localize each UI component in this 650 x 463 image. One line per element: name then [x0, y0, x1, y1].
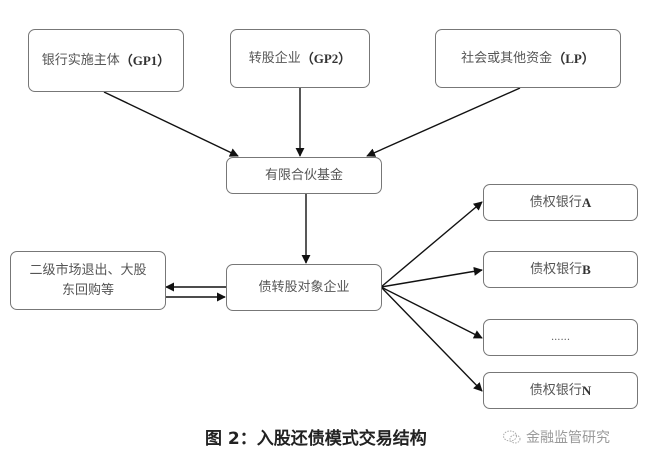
node-bank-b-label: 债权银行 [530, 261, 583, 277]
node-bank-n: 债权银行 N [483, 372, 638, 409]
node-target: 债转股对象企业 [226, 264, 382, 311]
node-gp1: 银行实施主体（GP1） [28, 29, 184, 92]
edge-target-bank-a [380, 201, 483, 288]
node-bank-b: 债权银行 B [483, 251, 638, 288]
node-bank-n-suffix: N [581, 382, 592, 398]
node-exit-line1: 二级市场退出、大股 [29, 262, 147, 278]
node-target-label: 债转股对象企业 [258, 279, 350, 295]
node-fund: 有限合伙基金 [226, 157, 382, 194]
node-exit-line2: 东回购等 [61, 282, 114, 298]
node-gp2-suffix: （GP2） [300, 50, 352, 66]
watermark: 金融监管研究 [502, 427, 610, 447]
node-bank-a-label: 债权银行 [529, 194, 582, 210]
node-bank-b-suffix: B [582, 261, 591, 277]
node-bank-more: ...... [483, 319, 638, 356]
node-gp1-suffix: （GP1） [119, 52, 171, 68]
node-gp2-label: 转股企业 [248, 50, 301, 66]
node-lp: 社会或其他资金（LP） [435, 29, 621, 88]
edge-gp1-fund [103, 91, 239, 157]
node-fund-label: 有限合伙基金 [264, 167, 343, 183]
node-lp-suffix: （LP） [552, 50, 595, 66]
node-bank-more-label: ...... [550, 331, 571, 343]
node-gp1-label: 银行实施主体 [41, 52, 120, 68]
node-exit: 二级市场退出、大股 东回购等 [10, 251, 166, 310]
node-gp2: 转股企业（GP2） [230, 29, 370, 88]
node-bank-a: 债权银行 A [483, 184, 638, 221]
node-lp-label: 社会或其他资金 [461, 50, 553, 66]
edge-target-bank-n [380, 286, 483, 392]
wechat-icon [503, 430, 521, 444]
node-bank-a-suffix: A [581, 194, 592, 210]
watermark-text: 金融监管研究 [526, 430, 610, 446]
edge-target-bank-b [380, 266, 483, 288]
node-bank-n-label: 债权银行 [529, 382, 582, 398]
edge-target-bank-more [380, 286, 483, 339]
figure-caption: 图 2：入股还债模式交易结构 [205, 429, 427, 449]
edge-lp-fund [366, 87, 521, 157]
